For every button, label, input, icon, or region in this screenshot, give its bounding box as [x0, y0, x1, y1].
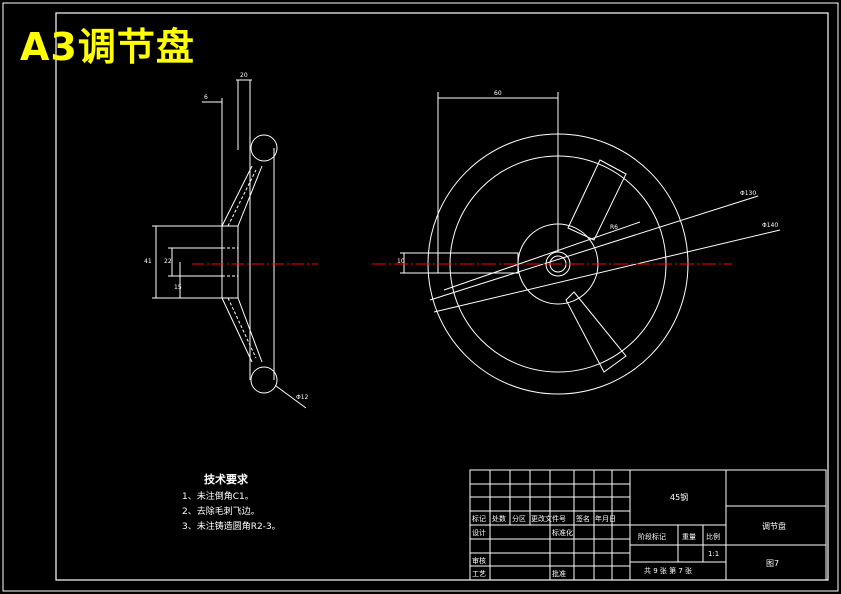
- drawing-number: 图7: [766, 559, 780, 568]
- tb-signature: 签名: [576, 515, 590, 523]
- tech-item: 1、未注倒角C1。: [182, 492, 254, 502]
- tech-item: 3、未注铸造圆角R2-3。: [182, 522, 281, 532]
- material: 45钢: [670, 493, 689, 502]
- tech-heading: 技术要求: [204, 473, 248, 486]
- inner-frame: [55, 12, 829, 581]
- tb-count: 处数: [492, 515, 506, 523]
- sheet-info: 共 9 张 第 7 张: [644, 567, 693, 575]
- tb-mark: 标记: [472, 515, 486, 523]
- tb-zone: 分区: [512, 515, 526, 523]
- tb-change-doc: 更改文件号: [531, 515, 566, 523]
- side-view: [152, 79, 307, 409]
- tb-approve: 批准: [552, 570, 566, 578]
- dim-front-hole: 10: [397, 258, 405, 265]
- tb-review: 审核: [472, 557, 486, 565]
- tech-item: 2、去除毛刺飞边。: [182, 507, 260, 517]
- dim-spoke: R6: [610, 224, 618, 231]
- drawing-title: A3调节盘: [20, 25, 195, 69]
- dim-side-left-m: 22: [164, 258, 172, 265]
- dim-side-left-h: 41: [144, 258, 152, 265]
- dim-rim: Φ12: [296, 394, 309, 401]
- dim-side-top-a: 6: [204, 94, 208, 101]
- tb-scale: 比例: [706, 533, 720, 541]
- scale-value: 1:1: [708, 550, 720, 558]
- tb-weight: 重量: [682, 533, 696, 541]
- front-view: [400, 92, 781, 395]
- dim-side-left-s: 15: [174, 284, 182, 291]
- dim-front-width: 60: [494, 90, 502, 97]
- part-name: 调节盘: [762, 522, 786, 531]
- dim-dia-a: Φ130: [740, 190, 757, 197]
- tb-process: 工艺: [472, 570, 486, 578]
- tb-date: 年月日: [595, 515, 616, 523]
- dim-side-top-b: 20: [240, 72, 248, 79]
- dim-dia-b: Φ140: [762, 222, 779, 229]
- title-block: [469, 469, 827, 581]
- tb-design: 设计: [472, 529, 486, 537]
- tb-stage-mark: 阶段标记: [638, 533, 666, 541]
- tb-standardization: 标准化: [552, 529, 573, 537]
